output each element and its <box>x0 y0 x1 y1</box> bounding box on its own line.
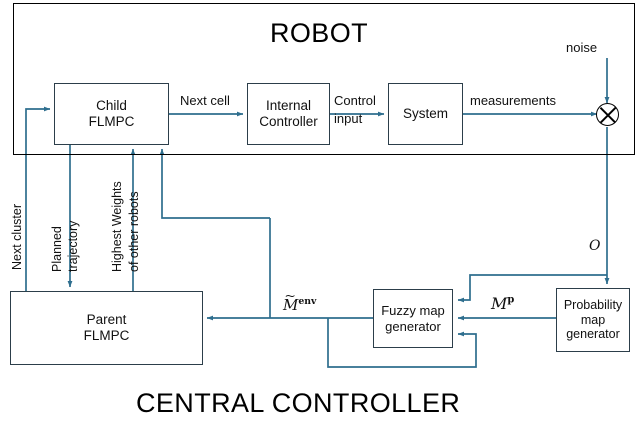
robot-title: ROBOT <box>270 18 369 48</box>
label-next-cluster: Next cluster <box>10 204 24 270</box>
block-parent-flmpc[interactable]: Parent FLMPC <box>10 291 203 365</box>
env-map-superscript: env <box>298 296 317 307</box>
observation-script-o: O <box>589 238 601 254</box>
block-internal-controller[interactable]: Internal Controller <box>247 83 330 145</box>
label-control-input-line1: Control <box>334 93 376 108</box>
block-fuzzy-map-generator[interactable]: Fuzzy map generator <box>373 289 453 348</box>
child-flmpc-line2: FLMPC <box>88 114 135 129</box>
block-probability-map-generator[interactable]: Probability map generator <box>556 288 630 352</box>
prob-map-line3: generator <box>566 327 620 342</box>
label-env-map-symbol: Menv <box>283 296 316 314</box>
fuzzy-map-line2: generator <box>385 318 441 334</box>
label-observation-symbol: O <box>589 238 600 254</box>
child-flmpc-line1: Child <box>96 98 127 114</box>
label-planned-trajectory-line2: trajectory <box>66 220 80 272</box>
parent-flmpc-line2: FLMPC <box>83 328 130 343</box>
label-planned-trajectory-line1: Planned <box>50 226 64 272</box>
label-control-input-line2: input <box>334 111 363 126</box>
system-line1: System <box>402 106 448 122</box>
block-system[interactable]: System <box>388 83 463 145</box>
label-measurements: measurements <box>470 93 556 108</box>
central-controller-title: CENTRAL CONTROLLER <box>136 388 461 418</box>
fuzzy-map-line1: Fuzzy map <box>381 303 445 319</box>
label-highest-weights-line2: of other robots <box>127 191 141 272</box>
robot-boundary-frame <box>13 3 635 155</box>
internal-controller-line2: Controller <box>259 114 318 129</box>
prob-map-line2: map <box>580 312 606 327</box>
label-next-cell: Next cell <box>180 93 230 108</box>
parent-flmpc-line1: Parent <box>86 312 127 328</box>
summing-junction <box>596 103 619 126</box>
label-noise: noise <box>566 40 598 55</box>
env-map-script-m: M <box>283 296 298 314</box>
label-highest-weights-line1: Highest Weights <box>110 181 124 272</box>
prob-map-line1: Probability <box>563 297 623 312</box>
prob-map-script-m: M <box>491 294 508 313</box>
label-probability-map-symbol: Mp <box>491 294 514 313</box>
prob-map-superscript: p <box>507 294 515 306</box>
internal-controller-line1: Internal <box>265 98 312 114</box>
block-child-flmpc[interactable]: Child FLMPC <box>54 83 169 145</box>
